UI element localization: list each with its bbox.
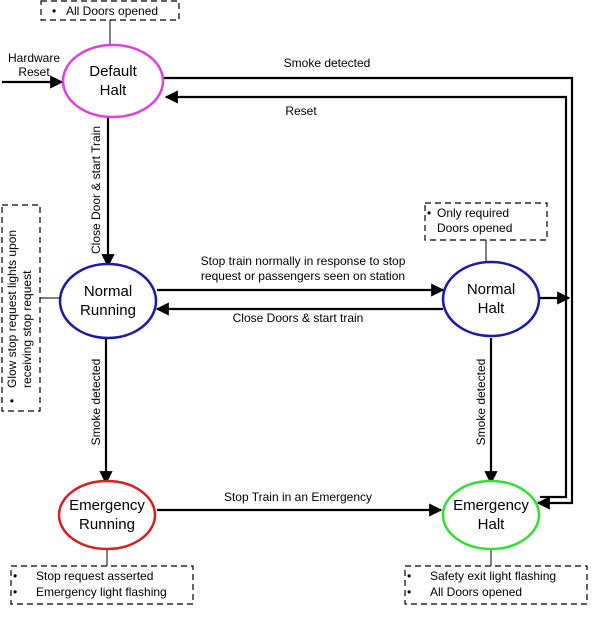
stop-train-normally-label-2: request or passengers seen on station bbox=[201, 269, 405, 283]
bullet: • bbox=[13, 569, 17, 583]
bullet: • bbox=[407, 569, 411, 583]
note-only-required-doors-box bbox=[424, 202, 548, 241]
state-normal-running-line2: Running bbox=[80, 302, 136, 319]
note-all-doors-opened-bottom: All Doors opened bbox=[430, 585, 522, 599]
bullet: • bbox=[13, 585, 17, 599]
note-glow-line2: receiving stop request bbox=[20, 270, 34, 388]
note-glow-stop-request-box bbox=[1, 204, 41, 412]
note-only-required-doors: • Only required Doors opened bbox=[424, 202, 548, 241]
state-emergency-running-line2: Running bbox=[79, 516, 135, 533]
smoke-detected-right-label: Smoke detected bbox=[474, 359, 488, 446]
smoke-detected-left-label: Smoke detected bbox=[89, 359, 103, 446]
note-glow-stop-request: • Glow stop request lights upon receivin… bbox=[1, 204, 41, 412]
state-default-halt: Default Halt bbox=[61, 43, 165, 119]
bullet: • bbox=[407, 585, 411, 599]
state-normal-running-line1: Normal bbox=[84, 283, 132, 300]
note-safety-exit-light-flashing: Safety exit light flashing bbox=[430, 569, 556, 583]
note-emergency-running: • Stop request asserted • Emergency ligh… bbox=[10, 565, 194, 605]
note-only-required-line2: Doors opened bbox=[437, 221, 512, 235]
note-all-doors-opened-top: • All Doors opened bbox=[40, 0, 180, 21]
note-all-doors-opened-top-box bbox=[40, 0, 180, 21]
close-door-start-train-label: Close Door & start Train bbox=[89, 126, 103, 254]
smoke-detected-top-label: Smoke detected bbox=[284, 56, 371, 70]
state-emergency-halt: Emergency Halt bbox=[441, 479, 541, 551]
state-emergency-running-ellipse bbox=[57, 479, 157, 551]
close-doors-start-train-label: Close Doors & start train bbox=[233, 311, 364, 325]
note-emergency-halt-box bbox=[404, 565, 588, 605]
note-emergency-running-box bbox=[10, 565, 194, 605]
state-default-halt-line2: Halt bbox=[100, 82, 128, 99]
state-normal-halt-line1: Normal bbox=[467, 281, 515, 298]
reset-label: Reset bbox=[285, 104, 317, 118]
stop-train-emergency-label: Stop Train in an Emergency bbox=[224, 490, 372, 504]
state-normal-halt-ellipse bbox=[441, 260, 541, 338]
note-emergency-light-flashing: Emergency light flashing bbox=[36, 585, 167, 599]
state-normal-halt: Normal Halt bbox=[441, 260, 541, 338]
state-normal-halt-line2: Halt bbox=[478, 300, 506, 317]
state-emergency-halt-line1: Emergency bbox=[453, 497, 529, 514]
bullet: • bbox=[52, 4, 56, 18]
state-emergency-halt-ellipse bbox=[441, 479, 541, 551]
note-only-required-line1: Only required bbox=[437, 206, 509, 220]
hardware-reset-label-1: Hardware bbox=[8, 51, 60, 65]
note-all-doors-opened-top-text: All Doors opened bbox=[66, 4, 158, 18]
state-default-halt-ellipse bbox=[61, 43, 165, 119]
stop-train-normally-label-1: Stop train normally in response to stop bbox=[201, 254, 406, 268]
state-emergency-halt-line2: Halt bbox=[478, 516, 506, 533]
note-glow-line1: Glow stop request lights upon bbox=[5, 230, 19, 388]
bullet: • bbox=[5, 399, 19, 403]
state-normal-running-ellipse bbox=[58, 262, 158, 340]
bullet: • bbox=[427, 206, 431, 220]
state-emergency-running: Emergency Running bbox=[57, 479, 157, 551]
state-emergency-running-line1: Emergency bbox=[69, 497, 145, 514]
note-emergency-halt: • Safety exit light flashing • All Doors… bbox=[404, 565, 588, 605]
state-normal-running: Normal Running bbox=[58, 262, 158, 340]
note-stop-request-asserted: Stop request asserted bbox=[36, 569, 153, 583]
state-default-halt-line1: Default bbox=[89, 63, 137, 80]
hardware-reset-label-2: Reset bbox=[18, 65, 50, 79]
smoke-detected-top-arrow bbox=[164, 76, 574, 510]
